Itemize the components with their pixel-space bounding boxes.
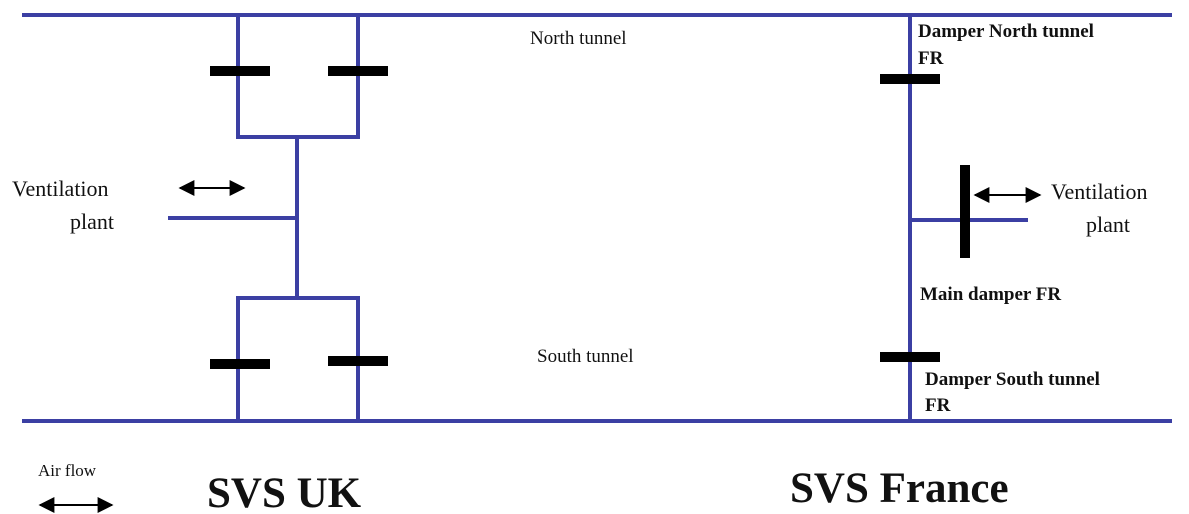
damper-south-label-2: FR [925,395,951,416]
svs-uk-title: SVS UK [207,470,362,514]
fr-ventilation-label-2: plant [1086,212,1130,237]
air-flow-legend-label: Air flow [38,461,97,480]
uk-damper-south-right [328,356,388,366]
damper-north-label-2: FR [918,48,944,69]
fr-main-damper [960,165,970,258]
north-tunnel-label: North tunnel [530,28,627,49]
uk-ventilation-label-1: Ventilation [12,176,109,201]
uk-damper-north-right [328,66,388,76]
uk-ventilation-label-2: plant [70,209,114,234]
damper-north-label-1: Damper North tunnel [918,21,1094,42]
fr-damper-south [880,352,940,362]
main-damper-label: Main damper FR [920,284,1061,305]
uk-damper-north-left [210,66,270,76]
svs-france-title: SVS France [790,465,1009,512]
fr-ventilation-label-1: Ventilation [1051,179,1148,204]
fr-damper-north [880,74,940,84]
uk-damper-south-left [210,359,270,369]
damper-south-label-1: Damper South tunnel [925,369,1100,390]
south-tunnel-label: South tunnel [537,346,634,367]
